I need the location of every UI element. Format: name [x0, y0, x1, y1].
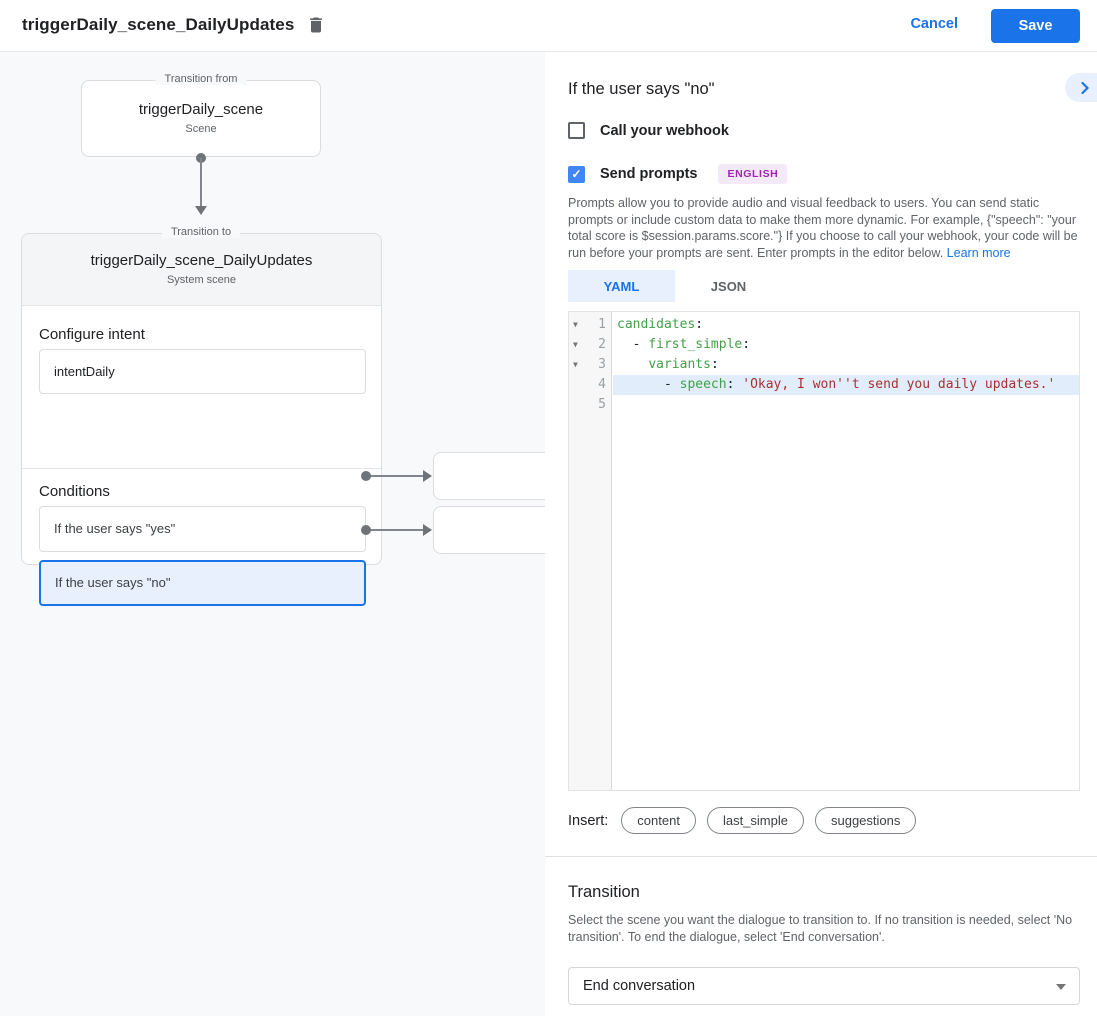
transition-select[interactable]: End conversation — [568, 967, 1080, 1005]
editor-gutter — [569, 312, 612, 790]
transition-to-label: Transition to — [161, 226, 241, 238]
section-divider — [545, 856, 1097, 857]
insert-suggestions-chip[interactable]: suggestions — [814, 807, 917, 834]
call-webhook-checkbox[interactable] — [568, 122, 585, 139]
page-title: triggerDaily_scene_DailyUpdates — [22, 15, 295, 34]
configure-intent-heading: Configure intent — [39, 326, 145, 343]
call-webhook-label: Call your webhook — [600, 122, 729, 139]
learn-more-link[interactable]: Learn more — [946, 245, 1011, 260]
insert-content-chip[interactable]: content — [621, 807, 696, 834]
connector-line — [200, 158, 202, 210]
line-number: 3 — [598, 357, 606, 372]
call-webhook-row: Call your webhook — [568, 122, 1080, 139]
code-line-1[interactable]: ▼1 candidates: — [569, 315, 1079, 335]
trash-icon — [306, 17, 326, 38]
transition-from-node[interactable]: triggerDaily_scene Scene — [81, 80, 321, 157]
send-prompts-label: Send prompts — [600, 166, 698, 182]
condition-detail-panel: If the user says "no" Call your webhook … — [545, 52, 1097, 1016]
delete-scene-button[interactable] — [303, 13, 329, 39]
prompts-description-text: Prompts allow you to provide audio and v… — [568, 196, 1078, 260]
conditions-heading: Conditions — [39, 483, 110, 500]
from-scene-type: Scene — [185, 123, 217, 135]
code-line-2[interactable]: ▼2 - first_simple: — [569, 335, 1079, 355]
code-line-3[interactable]: ▼3 variants: — [569, 355, 1079, 375]
top-bar: triggerDaily_scene_DailyUpdates Cancel S… — [0, 0, 1097, 52]
fold-arrow-icon[interactable]: ▼ — [573, 320, 578, 329]
insert-snippet-row: Insert: content last_simple suggestions — [568, 807, 1080, 834]
condition-item-yes[interactable]: If the user says "yes" — [39, 506, 366, 552]
panel-title: If the user says "no" — [568, 80, 715, 98]
fold-arrow-icon[interactable]: ▼ — [573, 360, 578, 369]
fold-arrow-icon[interactable]: ▼ — [573, 340, 578, 349]
language-badge: ENGLISH — [718, 164, 788, 184]
condition-no-connector — [361, 524, 432, 536]
tab-json[interactable]: JSON — [675, 270, 782, 302]
transition-from-label: Transition from — [155, 73, 247, 85]
collapse-panel-button[interactable] — [1065, 73, 1097, 102]
connector-dot — [361, 471, 371, 481]
cancel-button[interactable]: Cancel — [910, 16, 958, 32]
tab-yaml[interactable]: YAML — [568, 270, 675, 302]
to-scene-name: triggerDaily_scene_DailyUpdates — [90, 252, 313, 269]
connector-arrowhead — [423, 524, 432, 536]
prompts-description: Prompts allow you to provide audio and v… — [568, 195, 1085, 261]
condition-item-no-selected[interactable]: If the user says "no" — [39, 560, 366, 606]
connector-arrowhead — [195, 206, 207, 215]
line-number: 5 — [598, 397, 606, 412]
transition-to-node: triggerDaily_scene_DailyUpdates System s… — [21, 233, 382, 606]
editor-format-tabs: YAML JSON — [568, 270, 1080, 302]
line-number: 1 — [598, 317, 606, 332]
scene-diagram-canvas: Transition from triggerDaily_scene Scene… — [0, 52, 545, 1016]
code-line-5[interactable]: 5 — [569, 395, 1079, 415]
card-divider — [22, 468, 381, 469]
insert-label: Insert: — [568, 812, 609, 829]
from-scene-name: triggerDaily_scene — [138, 101, 264, 118]
to-node-header[interactable]: triggerDaily_scene_DailyUpdates System s… — [22, 234, 381, 306]
line-number: 4 — [598, 377, 606, 392]
intent-field[interactable]: intentDaily — [39, 349, 366, 394]
send-prompts-row: ✓ Send prompts ENGLISH — [568, 164, 1080, 184]
send-prompts-checkbox[interactable]: ✓ — [568, 165, 585, 183]
condition-no-target-node[interactable] — [433, 506, 545, 554]
save-button[interactable]: Save — [991, 9, 1080, 43]
condition-yes-target-node[interactable] — [433, 452, 545, 500]
prompt-code-editor[interactable]: ▼1 candidates: ▼2 - first_simple: ▼3 var… — [568, 311, 1080, 791]
insert-last-simple-chip[interactable]: last_simple — [706, 807, 804, 834]
connector-dot — [361, 525, 371, 535]
transition-description: Select the scene you want the dialogue t… — [568, 913, 1073, 944]
connector-arrowhead — [423, 470, 432, 482]
code-line-4-active[interactable]: 4 - speech: 'Okay, I won''t send you dai… — [569, 375, 1079, 395]
to-scene-type: System scene — [166, 274, 237, 286]
transition-heading: Transition — [568, 883, 640, 901]
transition-selected-value: End conversation — [583, 978, 696, 994]
chevron-right-icon — [1075, 81, 1095, 101]
dropdown-caret-icon — [1056, 984, 1066, 990]
condition-yes-connector — [361, 470, 432, 482]
line-number: 2 — [598, 337, 606, 352]
